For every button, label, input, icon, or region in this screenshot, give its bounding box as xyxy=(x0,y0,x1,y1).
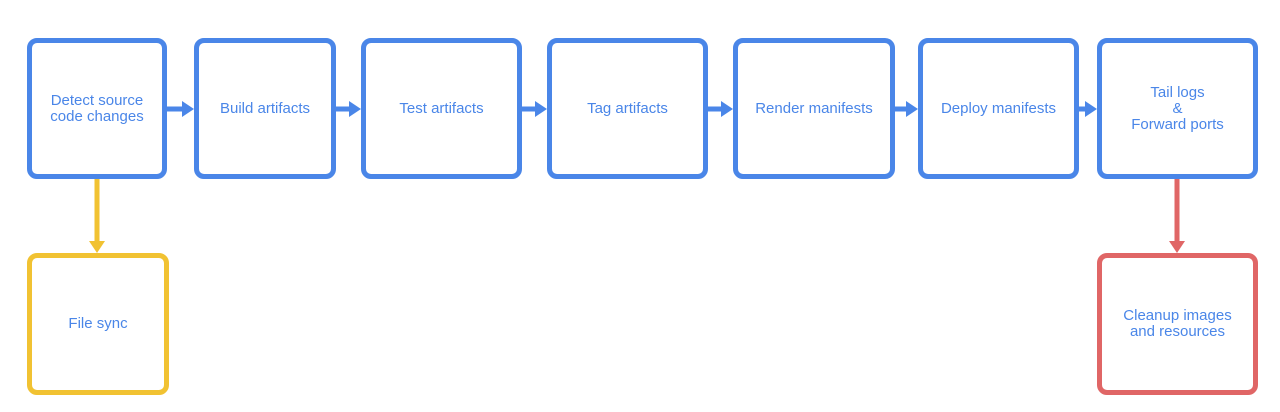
arrowhead-icon xyxy=(535,101,547,117)
connector-detect-to-filesync xyxy=(89,179,105,253)
node-cleanup-images-and-resources: Cleanup images and resources xyxy=(1097,253,1258,395)
arrowhead-icon xyxy=(89,241,105,253)
arrowhead-icon xyxy=(1085,101,1097,117)
node-label: Detect source code changes xyxy=(50,91,144,125)
node-label: Test artifacts xyxy=(399,99,484,117)
node-test-artifacts: Test artifacts xyxy=(361,38,522,179)
node-render-manifests: Render manifests xyxy=(733,38,895,179)
node-build-artifacts: Build artifacts xyxy=(194,38,336,179)
connector-detect-to-build xyxy=(167,101,194,117)
node-label: File sync xyxy=(68,315,128,332)
connector-tail-to-cleanup xyxy=(1169,179,1185,253)
arrowhead-icon xyxy=(182,101,194,117)
node-label: Build artifacts xyxy=(219,99,311,117)
connector-build-to-test xyxy=(336,101,361,117)
node-tag-artifacts: Tag artifacts xyxy=(547,38,708,179)
arrowhead-icon xyxy=(1169,241,1185,253)
connector-deploy-to-tail xyxy=(1079,101,1097,117)
arrowhead-icon xyxy=(349,101,361,117)
connector-tag-to-render xyxy=(708,101,733,117)
node-label: Tag artifacts xyxy=(587,99,668,117)
arrowhead-icon xyxy=(721,101,733,117)
node-label: Cleanup images and resources xyxy=(1123,307,1232,340)
node-label: Tail logs & Forward ports xyxy=(1131,83,1224,133)
node-label: Render manifests xyxy=(755,99,873,117)
arrowhead-icon xyxy=(906,101,918,117)
connector-render-to-deploy xyxy=(895,101,918,117)
connector-test-to-tag xyxy=(522,101,547,117)
node-detect-source-code-changes: Detect source code changes xyxy=(27,38,167,179)
node-tail-logs-forward-ports: Tail logs & Forward ports xyxy=(1097,38,1258,179)
node-file-sync: File sync xyxy=(27,253,169,395)
node-label: Deploy manifests xyxy=(940,99,1057,117)
node-deploy-manifests: Deploy manifests xyxy=(918,38,1079,179)
